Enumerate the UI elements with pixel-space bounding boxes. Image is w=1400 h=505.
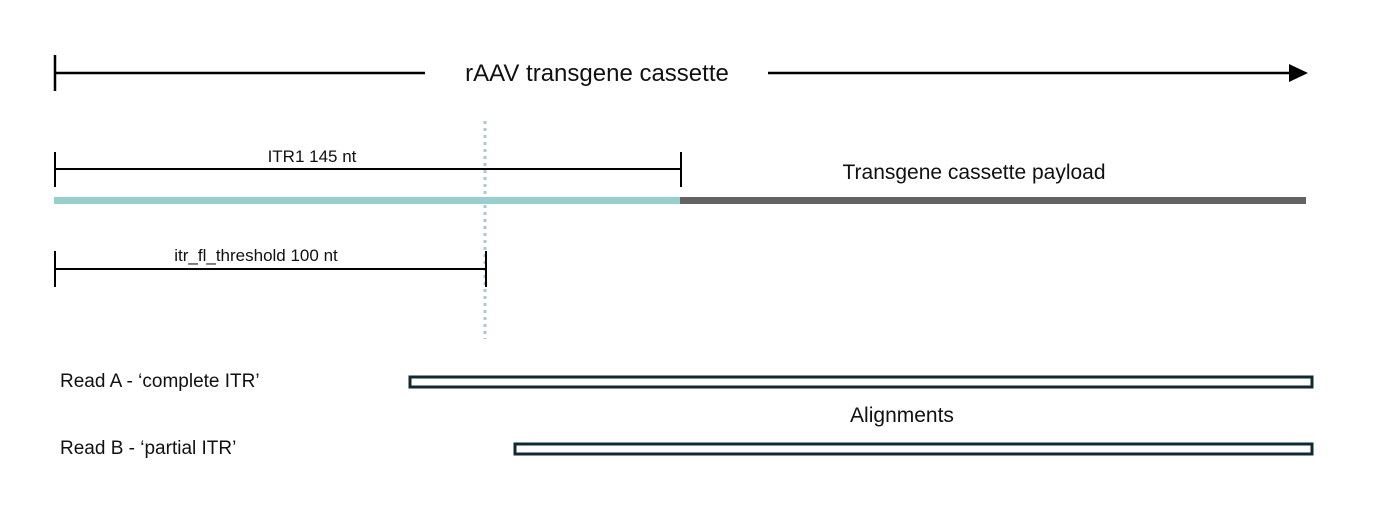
itr-segment-bar bbox=[54, 197, 681, 204]
itr1-label: ITR1 145 nt bbox=[268, 147, 357, 166]
payload-label: Transgene cassette payload bbox=[842, 161, 1105, 184]
alignments-label: Alignments bbox=[850, 404, 954, 427]
cassette-span: rAAV transgene cassette bbox=[53, 55, 1308, 91]
payload-segment-bar bbox=[680, 197, 1306, 204]
threshold-label: itr_fl_threshold 100 nt bbox=[174, 246, 338, 265]
cassette-label: rAAV transgene cassette bbox=[465, 60, 729, 87]
read-a-label: Read A - ‘complete ITR’ bbox=[60, 371, 260, 392]
read-b-label: Read B - ‘partial ITR’ bbox=[60, 438, 236, 459]
threshold-bracket: itr_fl_threshold 100 nt bbox=[54, 246, 487, 287]
cassette-arrowhead bbox=[1289, 64, 1308, 82]
read-b-alignment-bar bbox=[513, 442, 1314, 456]
itr1-bracket: ITR1 145 nt bbox=[54, 147, 682, 187]
read-a-alignment-bar bbox=[408, 375, 1314, 389]
